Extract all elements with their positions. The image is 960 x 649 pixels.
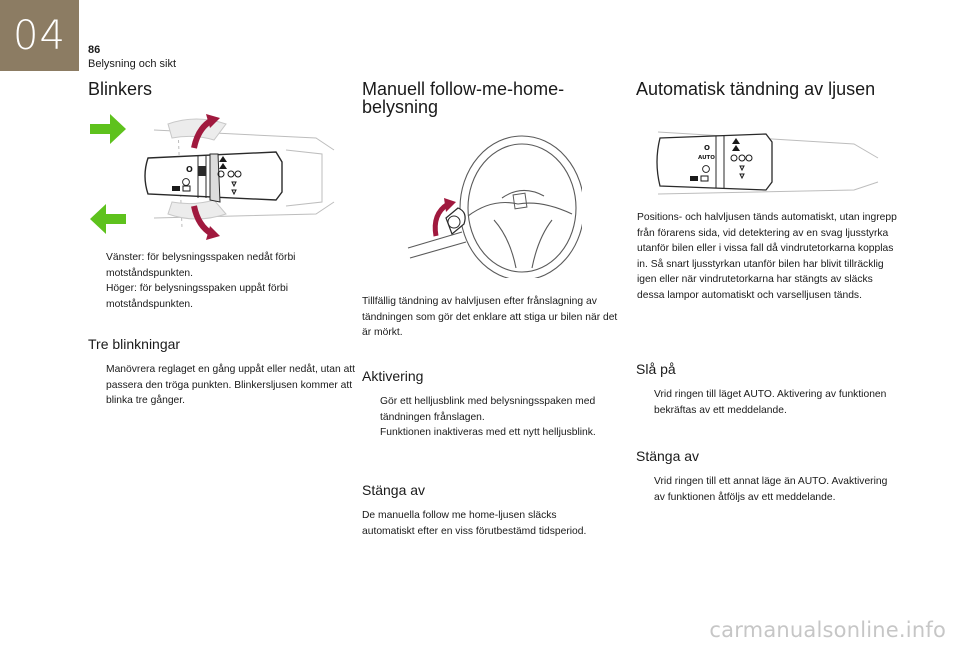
three-blinks-title: Tre blinkningar <box>88 336 181 352</box>
turn-signal-illustration: O <box>90 114 335 240</box>
list-item: Vrid ringen till läget AUTO. Aktivering … <box>654 389 887 416</box>
turn-on-title: Slå på <box>636 361 676 377</box>
steering-wheel-illustration <box>407 135 582 278</box>
list-item: Funktionen inaktiveras med ett nytt hell… <box>380 427 596 438</box>
rotate-up-arrow-icon <box>206 114 220 128</box>
follow-me-off-title: Stänga av <box>362 482 426 498</box>
light-stalk-illustration: O AUTO <box>656 131 879 195</box>
list-item: Vänster: för belysningsspaken nedåt förb… <box>106 252 296 279</box>
activation-title: Aktivering <box>362 368 424 384</box>
chapter-tab: 04 <box>0 0 79 71</box>
list-item: Höger: för belysningsspaken uppåt förbi … <box>106 283 289 310</box>
list-item: Manövrera reglaget en gång uppåt eller n… <box>106 364 356 406</box>
follow-me-home-title-line1: Manuell follow-me-home- <box>362 79 565 99</box>
watermark: carmanualsonline.info <box>709 618 946 642</box>
page-number: 86 <box>88 44 101 56</box>
stalk-auto-label: AUTO <box>698 155 715 161</box>
list-item: Gör ett helljusblink med belysningsspake… <box>380 396 596 423</box>
list-item: Vrid ringen till ett annat läge än AUTO.… <box>654 476 888 503</box>
stalk-o-label: O <box>186 165 193 174</box>
blinkers-title: Blinkers <box>88 79 153 99</box>
arrow-left-icon <box>90 204 126 234</box>
rotate-down-arrow-icon <box>206 226 220 240</box>
follow-me-home-intro: Tillfällig tändning av halvljusen efter … <box>362 296 618 338</box>
auto-lights-intro: Positions- och halvljusen tänds automati… <box>637 212 897 301</box>
follow-me-off-text: De manuella follow me home-ljusen släcks… <box>362 510 587 537</box>
section-title: Belysning och sikt <box>88 58 177 70</box>
stalk-o-label: O <box>704 144 710 152</box>
auto-lights-title: Automatisk tändning av ljusen <box>636 79 876 99</box>
pull-arrow-icon <box>444 198 456 212</box>
follow-me-home-title-line2: belysning <box>362 97 439 117</box>
arrow-right-icon <box>90 114 126 144</box>
turn-off-title: Stänga av <box>636 448 700 464</box>
